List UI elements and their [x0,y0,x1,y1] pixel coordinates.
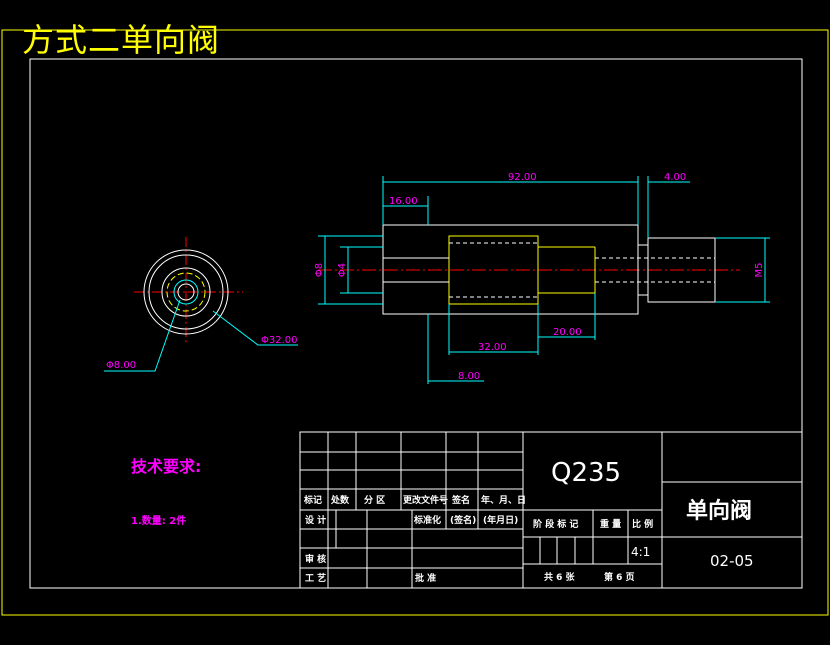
title-block-text: Q235 单向阀 02-05 4:1 标记 处数 分 区 更改文件号 签名 年、… [303,458,754,584]
leader-outer-dia [212,310,298,346]
part-name: 单向阀 [686,498,752,524]
sheet-number: 第 6 页 [604,571,635,583]
stage-mark: 阶 段 标 记 [533,518,578,530]
side-view-chamfer-circle [148,254,224,330]
hdr-zone: 分 区 [364,494,385,506]
dim-center-section: 32.00 [478,342,507,353]
side-view-hole-circle [177,283,195,301]
outer-sheet-border [1,29,829,616]
hdr-sign: 签名 [451,494,470,506]
dim-step: 20.00 [553,327,582,338]
weight: 重 量 [600,518,621,530]
row-date2: (年月日) [483,514,518,526]
side-view-hex-circle [161,267,211,317]
dim-offset: 8.00 [458,371,480,382]
dim-left-shoulder: 16.00 [389,196,418,207]
row-sign2: (签名) [450,514,476,526]
side-view-thread-circle [166,272,206,312]
dim-total-length: 92.00 [508,172,537,183]
row-review: 审 核 [305,553,326,565]
notes-item-1: 1.数量: 2件 [131,514,186,527]
row-design: 设 计 [305,514,326,526]
dim-inner-dia: Φ8.00 [106,360,136,371]
dim-left-dia-outer: Φ8 [314,263,325,277]
material: Q235 [551,458,621,488]
row-process: 工 艺 [305,572,326,584]
shaft-hex-end [647,237,716,303]
hdr-mark: 标记 [303,494,322,506]
notes-heading: 技术要求: [131,457,201,476]
front-view: 92.00 4.00 16.00 Φ8 Φ4 M5 32.00 20.00 8.… [314,172,770,384]
drawing-banner-title: 方式二单向阀 [22,21,221,59]
title-block [299,431,803,589]
sheets-total: 共 6 张 [544,571,576,583]
bore-center-section [448,235,539,305]
side-view: Φ8.00 Φ32.00 [104,237,298,372]
shaft-main-body [382,224,639,315]
dim-left-dia-inner: Φ4 [337,263,348,277]
row-approve: 批 准 [415,572,436,584]
drawing-number: 02-05 [710,552,754,570]
side-view-outer-circle [143,249,229,335]
dim-right-dia: M5 [754,263,765,278]
ratio: 比 例 [632,518,653,530]
leader-inner-dia [104,299,181,372]
hdr-doc: 更改文件号 [403,494,448,506]
dim-outer-dia: Φ32.00 [261,335,298,346]
hdr-count: 处数 [330,494,350,506]
dim-end-gap: 4.00 [664,172,686,183]
scale: 4:1 [631,545,650,559]
side-view-bore-circle [173,279,199,305]
hdr-date: 年、月、日 [481,494,526,506]
row-std: 标准化 [413,514,441,526]
